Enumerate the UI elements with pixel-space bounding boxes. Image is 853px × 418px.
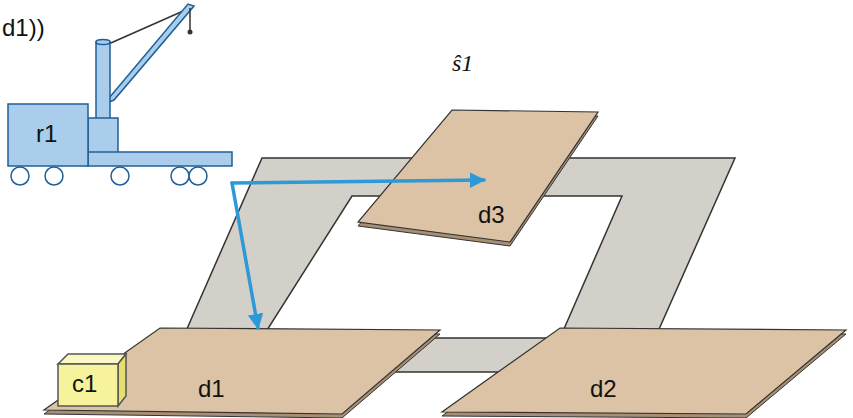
- crane-mast: [96, 40, 110, 45]
- platform-top: [358, 110, 598, 242]
- container-front: [58, 364, 118, 406]
- container-box: c1: [56, 350, 128, 410]
- platform-top: [442, 328, 846, 414]
- truck-bed: [88, 152, 232, 166]
- state-symbol: ŝ1: [452, 50, 473, 77]
- node-label: d3: [478, 202, 505, 228]
- truck-wheel: [45, 167, 63, 185]
- dock-platform-outline: [356, 106, 602, 250]
- truck-wheel: [111, 167, 129, 185]
- dock-platform: d3: [356, 106, 602, 250]
- crane-base: [88, 118, 118, 154]
- crane-boom: [104, 4, 194, 104]
- crane-hook: [189, 8, 191, 30]
- truck-cab: [8, 104, 88, 166]
- state-text: d1)): [2, 14, 45, 42]
- container-side: [118, 354, 126, 406]
- platform-top: [44, 328, 440, 414]
- truck-wheel: [189, 167, 207, 185]
- truck-wheel: [171, 167, 189, 185]
- crane-hook: [188, 30, 193, 35]
- action-arrow: [232, 183, 258, 328]
- node-label: d2: [590, 376, 617, 402]
- dock-platform: d2: [440, 326, 852, 418]
- node-label: r1: [36, 121, 57, 147]
- dock-platform-outline: [440, 326, 852, 418]
- container-top: [58, 354, 126, 364]
- truck-wheel: [11, 167, 29, 185]
- node-label: d1: [198, 376, 225, 402]
- node-label: c1: [72, 371, 97, 397]
